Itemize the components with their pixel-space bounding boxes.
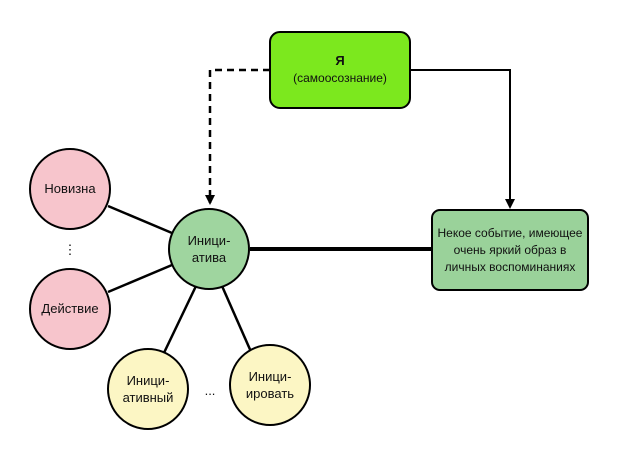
bottom-node-inicirovat: Иници- ировать [229,344,311,426]
event-line-2: очень яркий образ в [454,243,567,257]
dashed-arrow-self-to-center [205,68,270,205]
inicirovat-circle [229,344,311,426]
event-node: Некое событие, имеющее очень яркий образ… [431,209,589,291]
inicirovat-line-1: Иници- [249,369,292,384]
self-subtitle: (самоосознание) [293,71,387,85]
event-box [431,209,589,291]
link-novizna-center [107,204,173,235]
self-node: Я (самоосознание) [269,31,411,109]
novizna-circle [29,148,111,230]
iniciativny-line-1: Иници- [127,373,170,388]
inicirovat-line-2: ировать [246,386,294,401]
bottom-node-iniciativny: Иници- ативный [107,348,189,430]
link-center-inicirovat [220,285,254,355]
left-node-deystvie: Действие [29,268,111,350]
event-line-3: личных воспоминаниях [445,260,576,274]
iniciativny-line-2: ативный [123,390,174,405]
center-line-2: атива [192,250,227,265]
left-node-novizna: Новизна [29,148,111,230]
connectors [107,68,515,358]
event-line-1: Некое событие, имеющее [438,226,583,240]
deystvie-label: Действие [41,301,98,316]
left-ellipsis: ⋮ [64,242,77,257]
deystvie-circle [29,268,111,350]
center-line-1: Иници- [188,233,231,248]
center-node: Иници- атива [168,208,250,290]
link-center-iniciativny [160,285,198,358]
bottom-ellipsis: ... [205,383,216,398]
link-deystvie-center [107,263,173,294]
arrow-self-to-event [410,69,515,209]
iniciativny-circle [107,348,189,430]
self-box [269,31,411,109]
center-circle [168,208,250,290]
self-title: Я [335,53,344,68]
novizna-label: Новизна [44,181,96,196]
